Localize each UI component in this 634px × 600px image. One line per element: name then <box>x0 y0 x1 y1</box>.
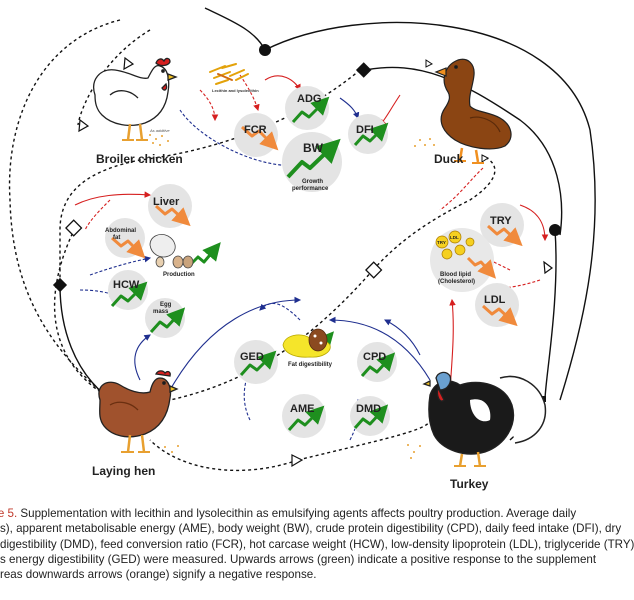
cholesterol-down-arrow <box>466 256 497 279</box>
center-hen <box>169 269 374 401</box>
ged-up-arrow <box>239 350 277 377</box>
broiler-to-left <box>59 69 361 285</box>
turkey-illustration <box>422 371 547 467</box>
egg-up-arrow <box>149 307 186 334</box>
blood-lipid-label-2: (Cholesterol) <box>438 279 475 285</box>
abdominal-label-2: fat <box>113 235 120 241</box>
dfi-label: DFI <box>356 124 374 136</box>
broiler-chicken-illustration <box>93 57 178 141</box>
caption-line-4: s energy digestibility (GED) were measur… <box>0 552 597 566</box>
outer-loop-right <box>264 21 596 401</box>
growth-label-2: performance <box>292 186 329 192</box>
broiler-label: Broiler chicken <box>96 152 183 166</box>
hcw-up-arrow <box>110 281 148 308</box>
cpd-label: CPD <box>363 351 386 363</box>
egg-label-2: mass <box>153 309 169 315</box>
fat-digestibility-label: Fat digestibility <box>288 362 333 368</box>
outer-loop-left <box>8 19 121 396</box>
caption-line-3: digestibility (DMD), feed conversion rat… <box>0 537 634 551</box>
dot-marker <box>549 224 561 236</box>
bottom-hen <box>149 439 299 472</box>
hcw-label: HCW <box>113 279 140 291</box>
production-up-arrow <box>188 242 221 267</box>
connector-markers <box>52 44 561 468</box>
ldl-droplet-tag: LDL <box>450 235 459 240</box>
laying-hen-illustration <box>98 370 179 453</box>
diamond-open-marker <box>65 219 83 237</box>
try-droplet-tag: TRY <box>437 240 446 245</box>
ldl-down-arrow <box>482 304 518 327</box>
triangle-marker <box>291 454 304 468</box>
try-label: TRY <box>490 215 512 227</box>
production-label: Production <box>163 272 195 278</box>
top-link <box>204 7 266 51</box>
egg-label-1: Egg <box>160 302 172 308</box>
bw-up-arrow <box>286 138 341 179</box>
liver-label: Liver <box>153 196 180 208</box>
production-illustration <box>149 234 194 269</box>
liver-down-arrow <box>155 204 191 227</box>
duck-illustration <box>434 58 512 164</box>
lecithin-illustration <box>209 63 249 85</box>
bw-label: BW <box>303 141 324 155</box>
fcr-down-arrow <box>240 125 279 151</box>
caption-label: re 5. <box>0 507 18 520</box>
broiler-top <box>77 29 151 126</box>
ldl-label: LDL <box>484 294 506 306</box>
additive-dots <box>149 134 435 459</box>
figure-caption: re 5. Supplementation with lecithin and … <box>0 506 634 600</box>
ame-up-arrow <box>287 405 325 432</box>
triangle-marker <box>543 260 554 275</box>
diagram-canvas: Broiler chicken Duck Laying hen Turkey A… <box>8 7 596 491</box>
triangle-marker <box>425 59 433 68</box>
abdominal-down-arrow <box>111 236 146 259</box>
turkey-label: Turkey <box>450 477 489 491</box>
dmd-up-arrow <box>353 404 389 429</box>
dmd-label: DMD <box>356 403 381 415</box>
try-down-arrow <box>487 224 523 247</box>
lecithin-label: Lecithin and lysolecithin <box>212 88 259 93</box>
triangle-marker <box>123 56 135 71</box>
abdominal-label-1: Abdominal <box>105 228 136 234</box>
adg-up-arrow <box>291 96 330 124</box>
outer-connectors <box>8 7 596 472</box>
text-labels: Broiler chicken Duck Laying hen Turkey A… <box>92 88 512 491</box>
left-to-hen <box>59 284 106 396</box>
dot-marker <box>259 44 271 56</box>
duck-label: Duck <box>434 152 464 166</box>
blood-lipid-label-1: Blood lipid <box>440 272 471 278</box>
triangle-marker <box>481 154 489 163</box>
fcr-label: FCR <box>244 124 267 136</box>
ged-label: GED <box>240 351 264 363</box>
laying-hen-label: Laying hen <box>92 464 155 478</box>
diamond-marker <box>52 277 68 293</box>
blood-lipid-illustration <box>435 230 475 260</box>
cpd-up-arrow <box>360 352 396 377</box>
duck-right-link <box>364 66 563 236</box>
growth-label-1: Growth <box>302 179 323 185</box>
additive-label: As additive <box>149 128 170 133</box>
triangle-marker <box>78 118 90 133</box>
center-duck <box>372 156 496 271</box>
caption-line-1: re 5. Supplementation with lecithin and … <box>0 506 600 521</box>
trend-arrows <box>110 96 523 432</box>
adg-label: ADG <box>297 93 321 105</box>
caption-line-5: reas downwards arrows (orange) signify a… <box>0 568 317 582</box>
diamond-marker <box>355 62 372 78</box>
caption-line-2: s), apparent metabolisable energy (AME),… <box>0 522 622 536</box>
fat-digestibility-illustration <box>282 328 331 358</box>
dfi-up-arrow <box>353 122 389 146</box>
ame-label: AME <box>290 403 314 415</box>
diamond-open-marker <box>365 261 383 279</box>
